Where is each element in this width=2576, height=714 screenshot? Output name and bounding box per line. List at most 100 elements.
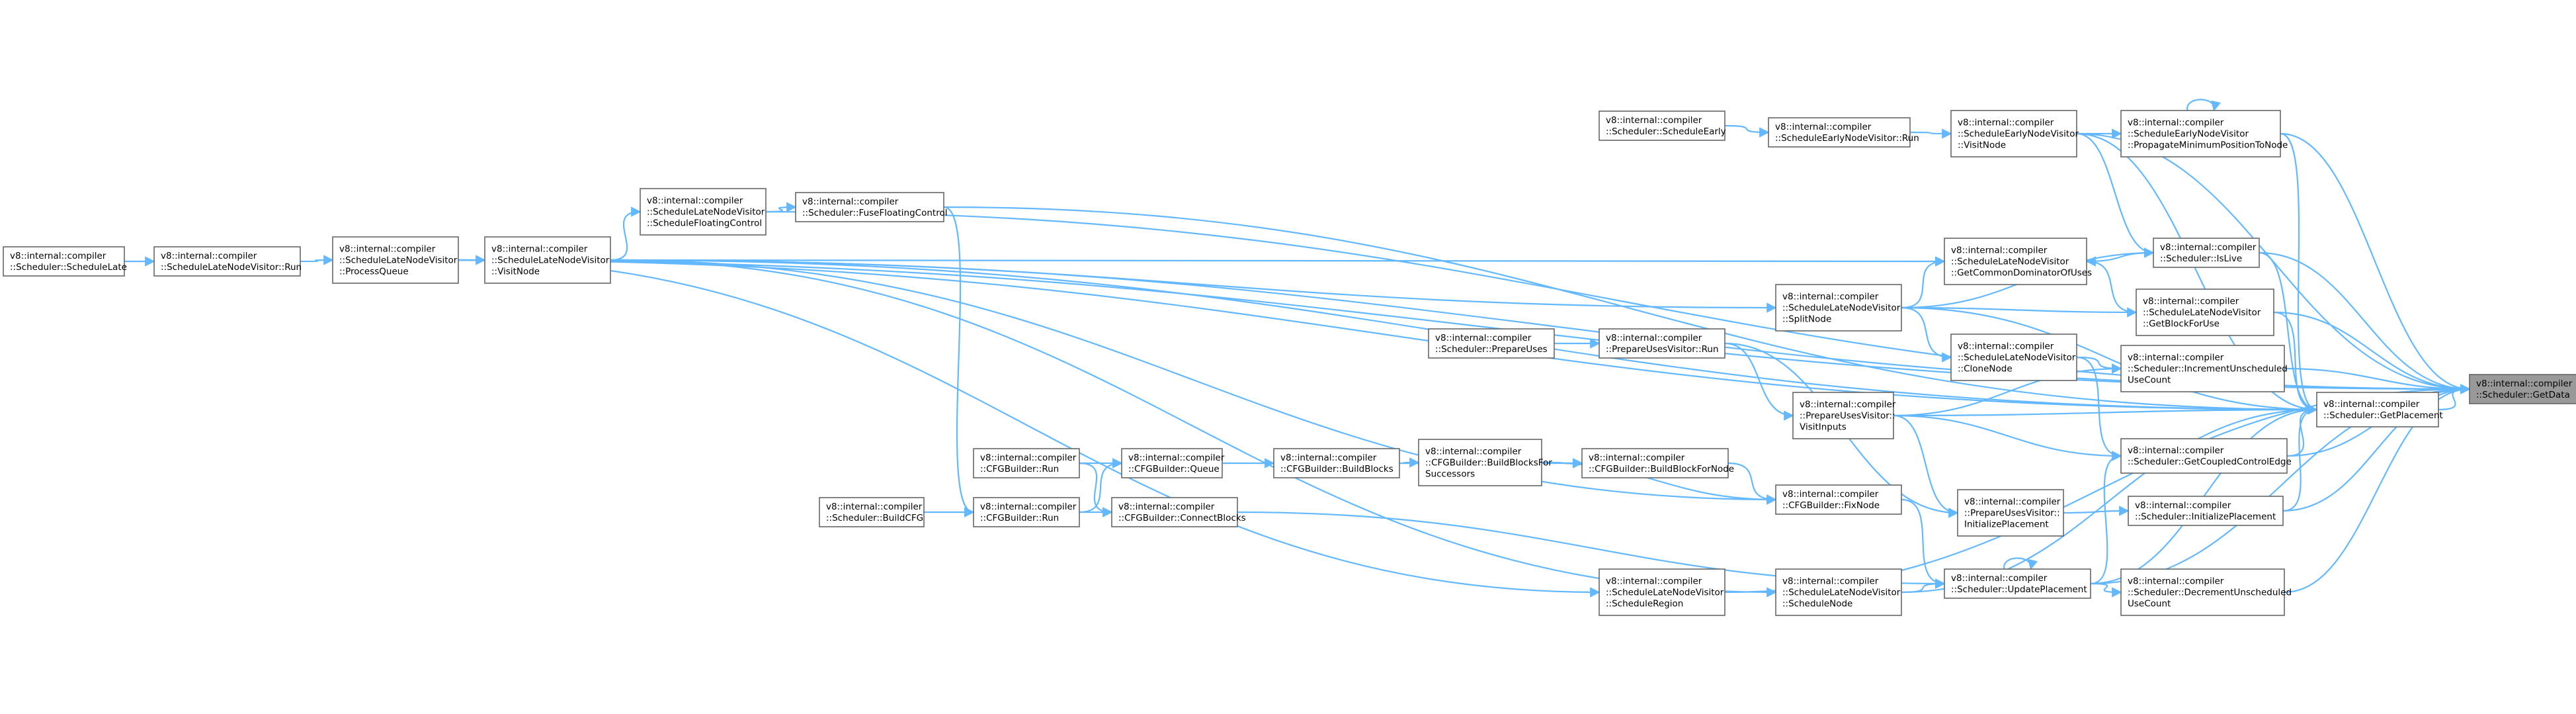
call-edge-processqueue-to-getplacement — [458, 259, 2318, 415]
node-label-line: v8::internal::compiler — [1280, 453, 1377, 463]
graph-node-splitnode[interactable]: v8::internal::compiler::ScheduleLateNode… — [1775, 284, 1902, 332]
graph-node-getplacement[interactable]: v8::internal::compiler::Scheduler::GetPl… — [2316, 392, 2443, 427]
node-label-line: ::ScheduleLateNodeVisitor — [647, 207, 765, 218]
graph-node-islive[interactable]: v8::internal::compiler::Scheduler::IsLiv… — [2153, 238, 2260, 268]
graph-node-getcommondom[interactable]: v8::internal::compiler::ScheduleLateNode… — [1944, 238, 2092, 285]
graph-node-getdata[interactable]: v8::internal::compiler::Scheduler::GetDa… — [2469, 374, 2576, 404]
node-label-line: ::Scheduler::InitializePlacement — [2135, 512, 2276, 522]
graph-node-schedulelate[interactable]: v8::internal::compiler::Scheduler::Sched… — [3, 246, 127, 277]
call-edge-latevisitnode-to-getcommondom — [610, 256, 1946, 267]
node-box — [1768, 117, 1911, 148]
graph-node-buildblocksforsucc[interactable]: v8::internal::compiler::CFGBuilder::Buil… — [1418, 439, 1552, 486]
node-box — [1418, 439, 1542, 486]
node-box — [973, 448, 1080, 478]
graph-node-earlyvisitnode[interactable]: v8::internal::compiler::ScheduleEarlyNod… — [1950, 110, 2079, 157]
node-label-line: v8::internal::compiler — [1958, 118, 2054, 128]
node-label-line: ::PropagateMinimumPositionToNode — [2128, 140, 2288, 151]
call-edge-getblockforuse-to-getdata — [2273, 311, 2471, 394]
node-box — [2120, 568, 2285, 616]
graph-node-propagate[interactable]: v8::internal::compiler::ScheduleEarlyNod… — [2120, 110, 2288, 157]
graph-node-cfgrun1[interactable]: v8::internal::compiler::CFGBuilder::Run — [973, 448, 1080, 478]
node-label-line: ::ScheduleEarlyNodeVisitor::Run — [1775, 133, 1919, 144]
node-label-line: v8::internal::compiler — [2323, 399, 2420, 410]
node-box — [1775, 284, 1902, 332]
node-label-line: ::CFGBuilder::BuildBlocksFor — [1425, 458, 1552, 469]
node-label-line: v8::internal::compiler — [1800, 400, 1896, 410]
graph-node-getcoupled[interactable]: v8::internal::compiler::Scheduler::GetCo… — [2120, 438, 2292, 474]
node-label-line: v8::internal::compiler — [2128, 576, 2224, 587]
graph-node-buildcfg[interactable]: v8::internal::compiler::Scheduler::Build… — [819, 497, 925, 527]
call-edge-updateplacement-to-getcoupled — [2090, 451, 2122, 585]
call-edge-processqueue-to-getdata — [458, 259, 2471, 394]
graph-node-scheduleearly[interactable]: v8::internal::compiler::Scheduler::Sched… — [1599, 111, 1726, 141]
graph-node-getblockforuse[interactable]: v8::internal::compiler::ScheduleLateNode… — [2136, 289, 2274, 336]
node-label-line: ::Scheduler::DecrementUnscheduled — [2128, 588, 2292, 598]
graph-node-prepareusesrun[interactable]: v8::internal::compiler::PrepareUsesVisit… — [1599, 328, 1725, 359]
node-label-line: ::CFGBuilder::Run — [980, 464, 1059, 474]
node-label-line: ::ScheduleLateNodeVisitor — [339, 255, 458, 266]
node-label-line: v8::internal::compiler — [1958, 341, 2054, 352]
graph-node-laterun[interactable]: v8::internal::compiler::ScheduleLateNode… — [153, 246, 302, 277]
node-label-line: ::ScheduleLateNodeVisitor — [1951, 257, 2069, 267]
node-label-line: ::CFGBuilder::FixNode — [1782, 500, 1880, 511]
node-label-line: ::Scheduler::GetPlacement — [2323, 410, 2443, 421]
graph-node-earlyrun[interactable]: v8::internal::compiler::ScheduleEarlyNod… — [1768, 117, 1919, 148]
node-label-line: ::GetCommonDominatorOfUses — [1951, 268, 2092, 279]
node-label-line: v8::internal::compiler — [1775, 122, 1872, 132]
node-label-line: ::CloneNode — [1958, 364, 2013, 375]
graph-node-decrementunscheduled[interactable]: v8::internal::compiler::Scheduler::Decre… — [2120, 568, 2292, 616]
graph-node-fusefloating[interactable]: v8::internal::compiler::Scheduler::FuseF… — [795, 192, 947, 222]
graph-node-schedulefloating[interactable]: v8::internal::compiler::ScheduleLateNode… — [640, 188, 767, 236]
graph-node-prepareusesinit[interactable]: v8::internal::compiler::PrepareUsesVisit… — [1957, 489, 2064, 537]
graph-node-cfgqueue[interactable]: v8::internal::compiler::CFGBuilder::Queu… — [1121, 448, 1225, 478]
graph-node-buildblocks[interactable]: v8::internal::compiler::CFGBuilder::Buil… — [1273, 448, 1400, 478]
graph-node-fixnode[interactable]: v8::internal::compiler::CFGBuilder::FixN… — [1775, 484, 1902, 515]
call-edge-propagate-to-getplacement — [2280, 132, 2318, 415]
graph-node-visitinputs[interactable]: v8::internal::compiler::PrepareUsesVisit… — [1792, 392, 1896, 439]
call-edge-cfgrun1-to-connectblocks — [1079, 462, 1113, 517]
graph-node-prepareuses[interactable]: v8::internal::compiler::Scheduler::Prepa… — [1428, 328, 1555, 359]
node-box — [795, 192, 944, 222]
node-label-line: v8::internal::compiler — [2128, 118, 2224, 128]
graph-node-cfgrun2[interactable]: v8::internal::compiler::CFGBuilder::Run — [973, 497, 1080, 527]
node-box — [484, 236, 611, 284]
node-label-line: ::CFGBuilder::BuildBlocks — [1280, 464, 1393, 474]
node-label-line: v8::internal::compiler — [980, 453, 1077, 463]
node-box — [1273, 448, 1400, 478]
node-label-line: ::ScheduleLateNodeVisitor — [1606, 588, 1724, 598]
node-box — [2120, 345, 2285, 392]
call-edge-latevisitnode-to-splitnode — [610, 259, 1777, 313]
graph-node-updateplacement[interactable]: v8::internal::compiler::Scheduler::Updat… — [1944, 568, 2091, 599]
node-label-line: v8::internal::compiler — [1435, 333, 1532, 343]
node-box — [1775, 568, 1902, 616]
graph-node-latevisitnode[interactable]: v8::internal::compiler::ScheduleLateNode… — [484, 236, 611, 284]
node-label-line: ::Scheduler::GetData — [2476, 390, 2570, 400]
call-edge-getcoupled-to-getplacement — [2286, 404, 2318, 457]
call-edge-latevisitnode-to-fixnode — [610, 259, 1777, 505]
call-edge-fusefloating-to-cfgrun2 — [943, 206, 975, 517]
call-edge-visitinputs-to-getplacement — [1893, 404, 2318, 417]
graph-node-buildblockfornode[interactable]: v8::internal::compiler::CFGBuilder::Buil… — [1581, 448, 1734, 478]
graph-node-connectblocks[interactable]: v8::internal::compiler::CFGBuilder::Conn… — [1111, 497, 1246, 527]
node-label-line: ::ScheduleLateNodeVisitor — [1782, 588, 1901, 598]
call-edge-processqueue-to-scheduleregion — [458, 259, 1600, 598]
graph-node-initializeplacement[interactable]: v8::internal::compiler::Scheduler::Initi… — [2128, 496, 2284, 526]
graph-node-schedulenode[interactable]: v8::internal::compiler::ScheduleLateNode… — [1775, 568, 1902, 616]
call-edge-earlyvisitnode-to-islive — [2076, 132, 2155, 258]
call-edge-initializeplacement-to-getplacement — [2282, 404, 2318, 512]
graph-node-processqueue[interactable]: v8::internal::compiler::ScheduleLateNode… — [332, 236, 459, 284]
node-label-line: v8::internal::compiler — [1589, 453, 1685, 463]
graph-node-incrementunscheduled[interactable]: v8::internal::compiler::Scheduler::Incre… — [2120, 345, 2288, 392]
graph-node-scheduleregion[interactable]: v8::internal::compiler::ScheduleLateNode… — [1599, 568, 1725, 616]
node-label-line: v8::internal::compiler — [339, 244, 436, 255]
node-box — [1950, 110, 2077, 157]
node-label-line: ::ScheduleLateNodeVisitor — [2143, 308, 2261, 318]
graph-node-clonenode[interactable]: v8::internal::compiler::ScheduleLateNode… — [1950, 334, 2077, 381]
node-label-line: ::ScheduleLateNodeVisitor::Run — [161, 262, 302, 273]
node-label-line: v8::internal::compiler — [2160, 242, 2257, 253]
node-label-line: v8::internal::compiler — [1606, 576, 1702, 587]
node-label-line: ::VisitNode — [1958, 140, 2006, 151]
node-label-line: ::Scheduler::PrepareUses — [1435, 344, 1548, 355]
node-label-line: ::ProcessQueue — [339, 267, 409, 277]
node-label-line: ::ScheduleFloatingControl — [647, 218, 762, 229]
